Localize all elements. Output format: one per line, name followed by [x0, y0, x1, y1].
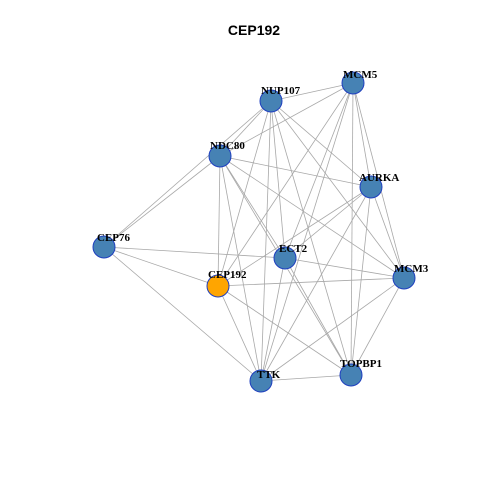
edge-ndc80-ect2 — [219, 155, 286, 259]
node-ndc80: NDC80 — [208, 140, 245, 168]
edge-cep76-ttk — [103, 246, 262, 382]
edge-mcm5-topbp1 — [350, 82, 354, 376]
node-circle — [273, 246, 297, 270]
node-circle — [359, 175, 383, 199]
edge-aurka-mcm3 — [370, 186, 405, 279]
node-label: TOPBP1 — [340, 358, 382, 370]
node-ect2: ECT2 — [273, 243, 308, 270]
edge-nup107-aurka — [270, 100, 372, 188]
edge-cep76-cep192 — [103, 246, 219, 287]
edge-ndc80-ttk — [219, 155, 262, 382]
node-circle — [341, 71, 365, 95]
edge-mcm3-topbp1 — [350, 277, 405, 376]
edge-ndc80-aurka — [219, 155, 372, 188]
node-cep192: CEP192 — [206, 269, 247, 298]
edge-mcm3-cep192 — [217, 277, 405, 287]
edge-nup107-mcm3 — [270, 100, 405, 279]
node-label: CEP192 — [208, 269, 247, 281]
edge-ndc80-mcm3 — [219, 155, 405, 279]
edge-cep192-ttk — [217, 285, 262, 382]
edge-mcm5-nup107 — [270, 82, 354, 102]
node-circle — [339, 363, 363, 387]
node-label: NDC80 — [210, 140, 245, 152]
edge-cep76-ect2 — [103, 246, 286, 259]
node-circle — [208, 144, 232, 168]
graph-title: CEP192 — [228, 22, 280, 38]
node-nup107: NUP107 — [259, 85, 301, 113]
node-cep76: CEP76 — [92, 232, 131, 259]
edge-nup107-ttk — [260, 100, 272, 382]
node-label: MCM5 — [343, 69, 378, 81]
edge-mcm3-ttk — [260, 277, 405, 382]
edge-cep192-topbp1 — [217, 285, 352, 376]
edge-mcm5-ttk — [260, 82, 354, 382]
edge-ect2-topbp1 — [284, 257, 352, 376]
node-circle — [392, 266, 416, 290]
edge-aurka-ect2 — [284, 186, 372, 259]
node-label: NUP107 — [261, 85, 301, 97]
node-circle — [259, 89, 283, 113]
edge-ndc80-cep76 — [103, 155, 221, 248]
node-mcm3: MCM3 — [392, 263, 429, 290]
node-circle — [206, 274, 230, 298]
edge-nup107-cep192 — [217, 100, 272, 287]
edge-topbp1-ttk — [260, 374, 352, 382]
edge-aurka-cep192 — [217, 186, 372, 287]
node-ttk: TTK — [249, 369, 281, 393]
edge-nup107-topbp1 — [270, 100, 352, 376]
edge-nup107-ndc80 — [219, 100, 272, 157]
edge-ect2-ttk — [260, 257, 286, 382]
node-label: ECT2 — [279, 243, 308, 255]
node-label: CEP76 — [97, 232, 131, 244]
edge-ndc80-cep192 — [217, 155, 221, 287]
edge-mcm5-cep192 — [217, 82, 354, 287]
node-label: MCM3 — [394, 263, 429, 275]
node-circle — [249, 369, 273, 393]
node-label: AURKA — [359, 172, 399, 184]
node-label: TTK — [257, 369, 281, 381]
edge-nup107-cep76 — [103, 100, 272, 248]
edge-mcm5-aurka — [352, 82, 372, 188]
edge-aurka-topbp1 — [350, 186, 372, 376]
node-circle — [92, 235, 116, 259]
node-aurka: AURKA — [359, 172, 399, 199]
node-topbp1: TOPBP1 — [339, 358, 382, 387]
edge-aurka-ttk — [260, 186, 372, 382]
edge-layer — [103, 82, 405, 382]
node-mcm5: MCM5 — [341, 69, 378, 95]
edge-mcm5-ndc80 — [219, 82, 354, 157]
edge-mcm5-ect2 — [284, 82, 354, 259]
edge-nup107-ect2 — [270, 100, 286, 259]
edge-ect2-mcm3 — [284, 257, 405, 279]
